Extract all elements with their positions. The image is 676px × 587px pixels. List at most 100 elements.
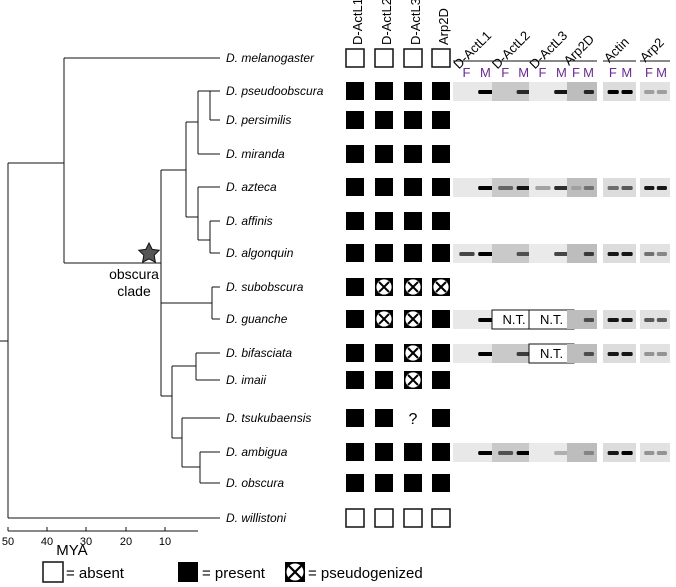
pseudogenized-box (404, 344, 422, 362)
present-box (346, 409, 364, 427)
present-box (432, 344, 450, 362)
present-box (432, 443, 450, 461)
absent-box (345, 508, 365, 528)
gel-band (498, 186, 514, 190)
absent-box (345, 48, 365, 68)
status-column-header: D-ActL3 (408, 0, 423, 45)
gel-lane-background (529, 244, 574, 263)
gel-lane-background (567, 178, 597, 197)
axis-title: MYA (56, 542, 87, 559)
gel-lane-label-m: M (583, 65, 594, 80)
legend: = absent = present = pseudogenized (42, 561, 423, 583)
present-box (375, 244, 393, 262)
clade-label-line1: obscura (109, 266, 159, 282)
gel-lane-background (453, 244, 498, 263)
gel-band (656, 252, 667, 256)
absent-box (374, 48, 394, 68)
legend-present-icon (178, 562, 198, 582)
present-box (432, 145, 450, 163)
gel-band (478, 451, 494, 455)
present-box (404, 111, 422, 129)
gel-band (644, 186, 655, 190)
present-box (375, 111, 393, 129)
gel-band (516, 90, 532, 94)
species-label: D. subobscura (226, 280, 304, 294)
pseudogenized-box (404, 371, 422, 389)
present-box (432, 111, 450, 129)
present-box (404, 212, 422, 230)
gel-band (656, 451, 667, 455)
gel-band (554, 90, 570, 94)
clade-label-line2: clade (117, 283, 151, 299)
legend-absent-icon (42, 561, 64, 583)
gel-lane-label-f: F (645, 65, 653, 80)
gel-lane-background (603, 344, 636, 363)
species-label: D. persimilis (226, 113, 291, 127)
gel-band (644, 252, 655, 256)
gel-band (621, 318, 633, 322)
legend-pseudogenized-icon (285, 562, 305, 582)
species-label: D. melanogaster (226, 51, 315, 65)
present-box (346, 310, 364, 328)
species-label: D. azteca (226, 180, 277, 194)
gel-band (516, 352, 532, 356)
gel-band (621, 352, 633, 356)
axis-tick-label: 40 (41, 536, 53, 548)
gel-lane-label-f: F (609, 65, 617, 80)
present-box (375, 178, 393, 196)
absent-box (403, 508, 423, 528)
gel-lane-label-m: M (621, 65, 632, 80)
absent-box (431, 48, 451, 68)
gel-band (607, 186, 619, 190)
present-box (404, 244, 422, 262)
gel-lane-background (492, 443, 536, 462)
gel-band (644, 352, 655, 356)
present-box (375, 409, 393, 427)
gel-band (621, 252, 633, 256)
present-box (432, 310, 450, 328)
present-box (346, 244, 364, 262)
present-box (346, 82, 364, 100)
gel-lane-background (492, 82, 536, 101)
gel-band (656, 186, 667, 190)
phylogenetic-tree (0, 57, 220, 519)
gel-lane-background (453, 344, 498, 363)
absent-box (374, 508, 394, 528)
legend-absent-label: = absent (66, 565, 125, 582)
gel-lane-background (567, 82, 597, 101)
gel-band (644, 451, 655, 455)
gel-lane-background (529, 82, 574, 101)
present-box (375, 212, 393, 230)
gel-panel: N.T.N.T.N.T. (453, 82, 670, 462)
species-label: D. tsukubaensis (226, 411, 311, 425)
gel-lane-background (567, 310, 597, 329)
pseudogenized-box (375, 310, 393, 328)
gel-lane-background (640, 344, 670, 363)
pseudogenized-box (404, 310, 422, 328)
gel-band (607, 451, 619, 455)
present-box (404, 145, 422, 163)
present-box (346, 212, 364, 230)
gel-lane-label-f: F (463, 65, 471, 80)
present-box (432, 178, 450, 196)
gel-lane-background (567, 443, 597, 462)
gel-band (656, 318, 667, 322)
gel-lane-background (603, 443, 636, 462)
present-box (375, 145, 393, 163)
status-column-header: D-ActL2 (379, 0, 394, 45)
species-label: D. guanche (226, 312, 288, 326)
unknown-mark: ? (409, 411, 418, 428)
axis-tick-label: 30 (80, 536, 92, 548)
gel-lane-label-m: M (480, 65, 491, 80)
pseudogenized-box (432, 278, 450, 296)
present-box (346, 278, 364, 296)
status-column-header: Arp2D (436, 8, 451, 45)
gel-band (607, 318, 619, 322)
gel-not-tested-label: N.T. (540, 312, 563, 327)
present-box (404, 443, 422, 461)
present-box (404, 474, 422, 492)
legend-pseudogenized-label: = pseudogenized (308, 565, 423, 582)
